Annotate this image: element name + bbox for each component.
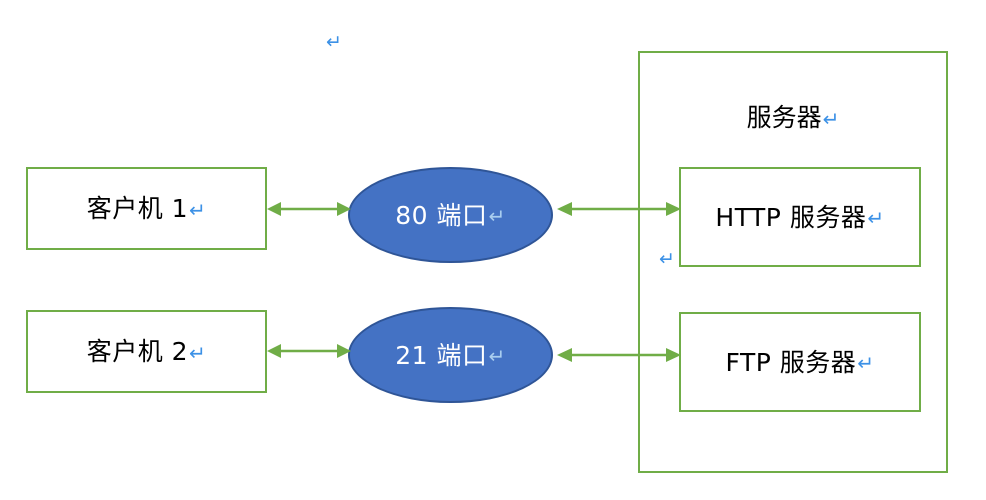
top-return-mark: ↵ — [326, 31, 342, 53]
connector-client1-port80 — [267, 202, 351, 216]
connector-port21-ftp-server — [557, 348, 681, 362]
server-container-return-mark: ↵ — [822, 106, 840, 131]
ftp-server-label: FTP 服务器↵ — [725, 347, 875, 377]
client-1-return-mark: ↵ — [189, 197, 207, 222]
client-2-box[interactable]: 客户机 2↵ — [26, 310, 267, 393]
client-2-return-mark: ↵ — [189, 340, 207, 365]
port-21-ellipse[interactable]: 21 端口↵ — [348, 307, 553, 403]
port-80-ellipse[interactable]: 80 端口↵ — [348, 167, 553, 263]
port-21-return-mark: ↵ — [488, 344, 506, 369]
server-inner-return-mark: ↵ — [659, 248, 675, 270]
http-server-return-mark: ↵ — [867, 206, 885, 231]
port-80-label: 80 端口↵ — [395, 200, 506, 230]
connector-port80-http-server — [557, 202, 681, 216]
ftp-server-box[interactable]: FTP 服务器↵ — [679, 312, 921, 412]
http-server-label: HTTP 服务器↵ — [715, 202, 885, 232]
ftp-server-return-mark: ↵ — [857, 351, 875, 376]
server-container-title: 服务器↵ — [746, 103, 840, 132]
http-server-box[interactable]: HTTP 服务器↵ — [679, 167, 921, 267]
port-21-label: 21 端口↵ — [395, 340, 506, 370]
port-80-return-mark: ↵ — [488, 204, 506, 229]
client-2-label: 客户机 2↵ — [86, 337, 207, 366]
client-1-box[interactable]: 客户机 1↵ — [26, 167, 267, 250]
connector-client2-port21 — [267, 344, 351, 358]
client-1-label: 客户机 1↵ — [86, 194, 207, 223]
